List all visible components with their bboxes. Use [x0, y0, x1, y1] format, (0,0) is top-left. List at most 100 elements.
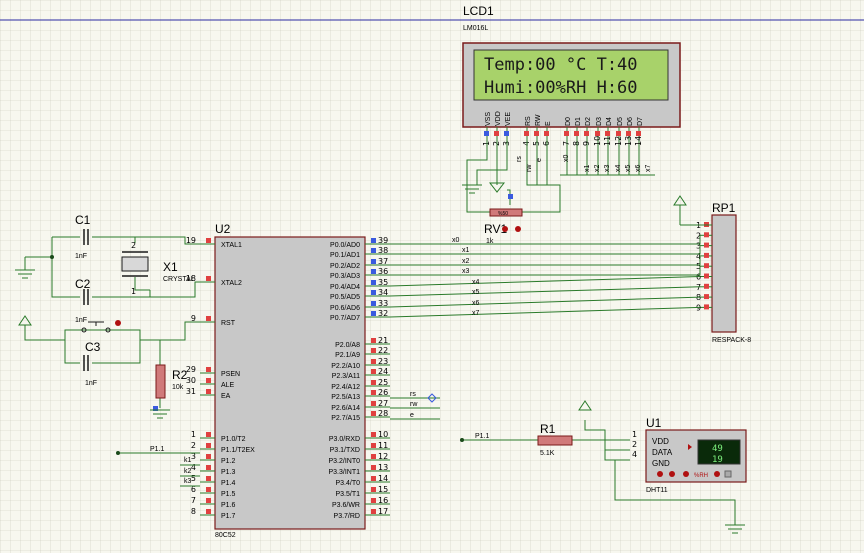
p1-junction [116, 451, 120, 455]
dht-power-symbol [578, 400, 592, 411]
c1-capacitor[interactable]: C1 1nF [75, 213, 91, 260]
svg-text:rs: rs [516, 156, 523, 162]
mcu-pin-name: P0.4/AD4 [330, 284, 360, 291]
lcd-pin-state [636, 131, 641, 136]
dht-wiring [462, 420, 736, 525]
mcu-pin-name: PSEN [221, 371, 240, 378]
reset-power-symbol [18, 315, 32, 326]
lcd-pin-number: 10 [593, 136, 602, 146]
rp1-model: RESPACK-8 [712, 337, 751, 344]
lcd-pin-name-e: E [545, 121, 552, 126]
lcd-wiring [466, 140, 561, 213]
lcd-component[interactable]: LCD1 LM016L Temp:00 °C T:40 Humi:00%RH H… [462, 4, 681, 176]
bus-wire [389, 276, 701, 287]
lcd-pin-number: 9 [582, 141, 591, 146]
mcu-pin-number: 36 [378, 267, 388, 276]
dht-temp-value: 49 [712, 444, 723, 454]
c2-capacitor[interactable]: C2 1nF [75, 277, 91, 324]
reset-button-toggle[interactable] [115, 320, 121, 326]
dht-pinnum-1: 1 [632, 430, 637, 439]
rv1-value: 1k [486, 238, 494, 245]
bus-label-x1: x1 [462, 247, 470, 254]
mcu-pin-number: 16 [378, 496, 388, 505]
lcd-pin-name-d6: D6 [627, 117, 634, 126]
mcu-pin-number: 8 [191, 507, 196, 516]
mcu-pin-number: 26 [378, 388, 388, 397]
r2-value: 10k [172, 384, 184, 391]
mcu-pin-state [206, 378, 211, 383]
rv1-percent: %50 [498, 211, 508, 217]
x1-model: CRYSTAL [163, 276, 195, 283]
dht-humi-dec-button[interactable] [683, 471, 689, 477]
mcu-pin-state [371, 454, 376, 459]
mcu-pin-number: 3 [191, 452, 196, 461]
lcd-pin-number: 8 [572, 141, 581, 146]
mcu-pin-number: 15 [378, 485, 388, 494]
dht-humi-inc-button[interactable] [714, 471, 720, 477]
rp1-pin-state [704, 283, 709, 289]
x1-ref: X1 [163, 260, 178, 274]
lcd-pin-state [484, 131, 489, 136]
mcu-pin-name: XTAL2 [221, 280, 242, 287]
mcu-pin-name: P2.5/A13 [331, 394, 360, 401]
r1-body [537, 435, 573, 446]
mcu-pin-number: 32 [378, 309, 388, 318]
lcd-pin-state [504, 131, 509, 136]
dht-temp-dec-button[interactable] [657, 471, 663, 477]
p1-wires [118, 452, 200, 487]
mcu-pin-state [371, 311, 376, 316]
rp1-pin-state [704, 232, 709, 238]
r1-resistor[interactable]: R1 5.1K [537, 422, 573, 457]
r1-junction [460, 438, 464, 442]
reset-button-contact-a [81, 327, 87, 333]
mcu-pin-state [206, 465, 211, 470]
mcu-pin-number: 9 [191, 314, 196, 323]
mcu-pin-name: P1.7 [221, 513, 236, 520]
rv1-dec-button[interactable] [502, 226, 508, 232]
dht11-sensor[interactable]: U1 DHT11 VDD DATA GND 1 2 4 49 19 %RH [632, 416, 747, 494]
reset-button-contact-b [105, 327, 111, 333]
rv1-body [489, 208, 523, 217]
rp1-pin-state [704, 252, 709, 258]
mcu-pin-state [371, 380, 376, 385]
mcu-pin-name: XTAL1 [221, 242, 242, 249]
dht-arrow-icon [688, 444, 692, 450]
rp1-pin-state [704, 294, 709, 300]
mcu-pin-number: 28 [378, 409, 388, 418]
p2-label-rw: rw [410, 401, 418, 408]
mcu-pin-state [371, 238, 376, 243]
rv1-inc-button[interactable] [515, 226, 521, 232]
svg-text:x6: x6 [635, 165, 642, 173]
lcd-pin-name-vee: VEE [505, 112, 512, 126]
rv1-potentiometer[interactable]: %50 RV1 1k [484, 208, 523, 245]
mcu-pin-number: 17 [378, 507, 388, 516]
mcu-component[interactable]: U2 80C52 19XTAL118XTAL29RST29PSEN30ALE31… [186, 222, 390, 539]
c3-ref: C3 [85, 340, 101, 354]
rp1-pin-state [704, 263, 709, 269]
lcd-pin-state [626, 131, 631, 136]
r1-ref: R1 [540, 422, 556, 436]
mcu-pin-number: 6 [191, 485, 196, 494]
mcu-pin-state [206, 432, 211, 437]
mcu-pin-number: 18 [186, 274, 196, 283]
p2-wires [390, 393, 440, 420]
mcu-pin-name: P3.0/RXD [329, 436, 360, 443]
r2-resistor[interactable]: R2 10k [155, 364, 188, 399]
mcu-pin-name: P3.5/T1 [335, 491, 360, 498]
c1-plates [83, 229, 89, 245]
lcd-pin-state [494, 131, 499, 136]
bus-wire [390, 235, 701, 245]
c3-capacitor[interactable]: C3 1nF [83, 340, 101, 387]
reset-button[interactable] [81, 320, 121, 333]
mcu-pin-number: 21 [378, 336, 388, 345]
dht-temp-inc-button[interactable] [669, 471, 675, 477]
mcu-pin-number: 22 [378, 346, 388, 355]
reset-button-cap [88, 321, 104, 326]
mcu-pin-state [371, 465, 376, 470]
mcu-pin-number: 25 [378, 378, 388, 387]
x1-crystal[interactable]: X1 CRYSTAL 2 1 [121, 241, 195, 296]
lcd-pin-state [605, 131, 610, 136]
